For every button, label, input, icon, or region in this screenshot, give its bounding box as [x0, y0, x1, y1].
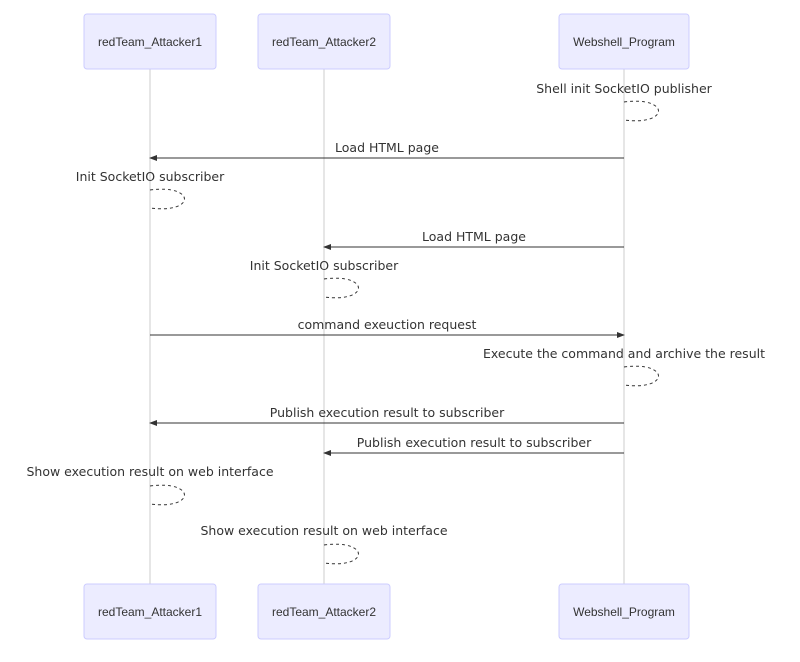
self-loop-arrow — [623, 365, 659, 387]
arrowhead — [149, 420, 157, 426]
actor-label: Webshell_Program — [573, 35, 675, 49]
actor-label: Webshell_Program — [573, 605, 675, 619]
self-loop-arrow — [323, 543, 359, 565]
message-label: Init SocketIO subscriber — [76, 169, 225, 184]
self-loop-arrow — [623, 100, 659, 122]
message-label: Show execution result on web interface — [26, 464, 273, 479]
self-loop-arrow — [149, 188, 185, 210]
message-label: Init SocketIO subscriber — [250, 258, 399, 273]
actor-bottom-a2: redTeam_Attacker2 — [257, 583, 391, 640]
self-loop-arrow — [149, 484, 185, 506]
actor-top-ws: Webshell_Program — [558, 13, 690, 70]
message-label: Show execution result on web interface — [200, 523, 447, 538]
actor-label: redTeam_Attacker1 — [98, 605, 202, 619]
message-label: Publish execution result to subscriber — [357, 435, 592, 450]
actor-bottom-ws: Webshell_Program — [558, 583, 690, 640]
actor-bottom-a1: redTeam_Attacker1 — [83, 583, 217, 640]
actor-label: redTeam_Attacker2 — [272, 35, 376, 49]
self-loop-arrow — [323, 277, 359, 299]
actor-top-a2: redTeam_Attacker2 — [257, 13, 391, 70]
arrowhead — [617, 332, 625, 338]
message-label: Shell init SocketIO publisher — [536, 81, 712, 96]
arrowhead — [323, 244, 331, 250]
actor-label: redTeam_Attacker2 — [272, 605, 376, 619]
message-label: Load HTML page — [335, 140, 439, 155]
message-label: Publish execution result to subscriber — [270, 405, 505, 420]
arrowhead — [149, 155, 157, 161]
arrowhead — [323, 450, 331, 456]
actor-label: redTeam_Attacker1 — [98, 35, 202, 49]
actor-top-a1: redTeam_Attacker1 — [83, 13, 217, 70]
message-label: Execute the command and archive the resu… — [483, 346, 765, 361]
message-label: command exeuction request — [298, 317, 477, 332]
message-label: Load HTML page — [422, 229, 526, 244]
